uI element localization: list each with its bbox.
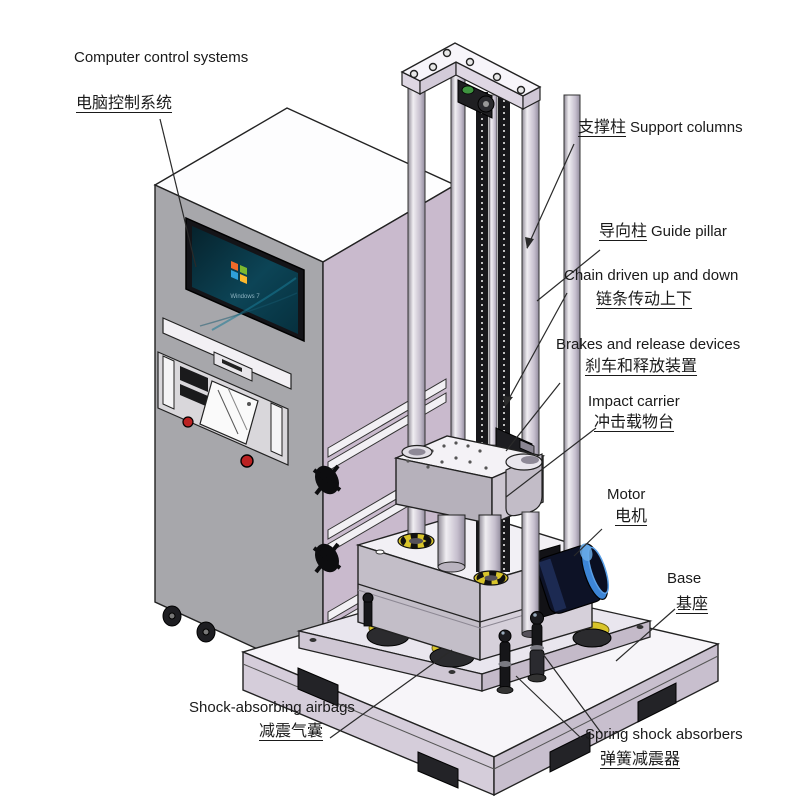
- carrier-ram: [478, 514, 502, 576]
- leader-airbags: [329, 649, 453, 739]
- label-airbags-zh: 减震气囊: [259, 723, 324, 740]
- impact-carrier: [393, 435, 546, 576]
- hazard-ring-center: [473, 570, 509, 586]
- arrowhead-support: [525, 237, 534, 249]
- label-chain-en: Chain driven up and down: [564, 267, 739, 284]
- label-motor-en: Motor: [607, 486, 646, 503]
- windows-logo-icon: [231, 261, 247, 284]
- leader-base: [615, 608, 676, 662]
- leader-computer-control: [159, 118, 197, 268]
- label-brakes-en: Brakes and release devices: [556, 336, 741, 353]
- leader-guide-pillar: [536, 249, 601, 302]
- guide-pillar-front-right-upper: [521, 97, 540, 461]
- arrowhead-chain: [503, 396, 513, 407]
- label-motor-zh: 电机: [615, 508, 648, 525]
- center-guide-rod: [488, 94, 498, 446]
- hazard-ring-left: [397, 532, 435, 550]
- carrier-bolt-dots: [406, 441, 488, 470]
- leader-motor: [573, 528, 603, 557]
- leader-brakes: [505, 382, 561, 452]
- base-feet: [297, 667, 677, 789]
- label-chain-zh: 链条传动上下: [596, 291, 693, 308]
- label-support-columns-zh: 支撑柱: [578, 119, 627, 136]
- control-screen: Windows 7: [185, 216, 305, 343]
- label-computer-control-zh: 电脑控制系统: [76, 95, 173, 112]
- label-base-en: Base: [667, 570, 702, 587]
- carrier-lower-cylinder: [437, 514, 466, 568]
- label-impact-carrier-zh: 冲击载物台: [594, 414, 675, 431]
- rack-panel: [199, 380, 259, 445]
- label-brakes-zh: 刹车和释放装置: [585, 358, 698, 375]
- motor: [535, 543, 610, 620]
- guide-pillar-rear-left: [450, 61, 466, 451]
- crown-bolts: [409, 48, 526, 95]
- leader-support-columns: [526, 143, 575, 249]
- leader-springs-2: [539, 649, 603, 735]
- fan-icon-bottom: [312, 542, 342, 574]
- leader-impact-carrier: [505, 427, 597, 498]
- screen-boot-text: Windows 7: [230, 294, 260, 300]
- label-base-zh: 基座: [676, 596, 709, 613]
- label-springs-zh: 弹簧减震器: [600, 751, 681, 768]
- port-slot-icon: [222, 359, 242, 372]
- rack-handle-left[interactable]: [162, 355, 175, 410]
- leader-chain: [504, 292, 568, 407]
- label-computer-control-en: Computer control systems: [74, 49, 249, 66]
- instrument-rack: [157, 351, 289, 468]
- rack-handle-right[interactable]: [270, 402, 283, 457]
- label-airbags-en: Shock-absorbing airbags: [189, 699, 355, 716]
- chain-sprocket: [457, 79, 495, 119]
- keyboard-tray[interactable]: [162, 317, 292, 390]
- label-support-columns-en: Support columns: [630, 119, 743, 136]
- label-springs-en: Spring shock absorbers: [585, 726, 743, 743]
- fan-icon-top: [312, 464, 342, 496]
- red-knob-1[interactable]: [182, 416, 194, 428]
- label-impact-carrier-en: Impact carrier: [588, 393, 680, 410]
- label-guide-pillar-zh: 导向柱: [599, 223, 648, 240]
- label-guide-pillar-en: Guide pillar: [651, 223, 727, 240]
- top-crown-plate: [400, 42, 542, 119]
- spring-shock-absorbers: [362, 592, 547, 694]
- leader-springs-1: [515, 675, 583, 740]
- support-column-rear-right: [563, 94, 581, 557]
- leader-lines: [159, 118, 676, 740]
- red-knob-2[interactable]: [240, 454, 254, 468]
- rack-display-2: [180, 384, 208, 407]
- rack-display-1: [180, 366, 208, 392]
